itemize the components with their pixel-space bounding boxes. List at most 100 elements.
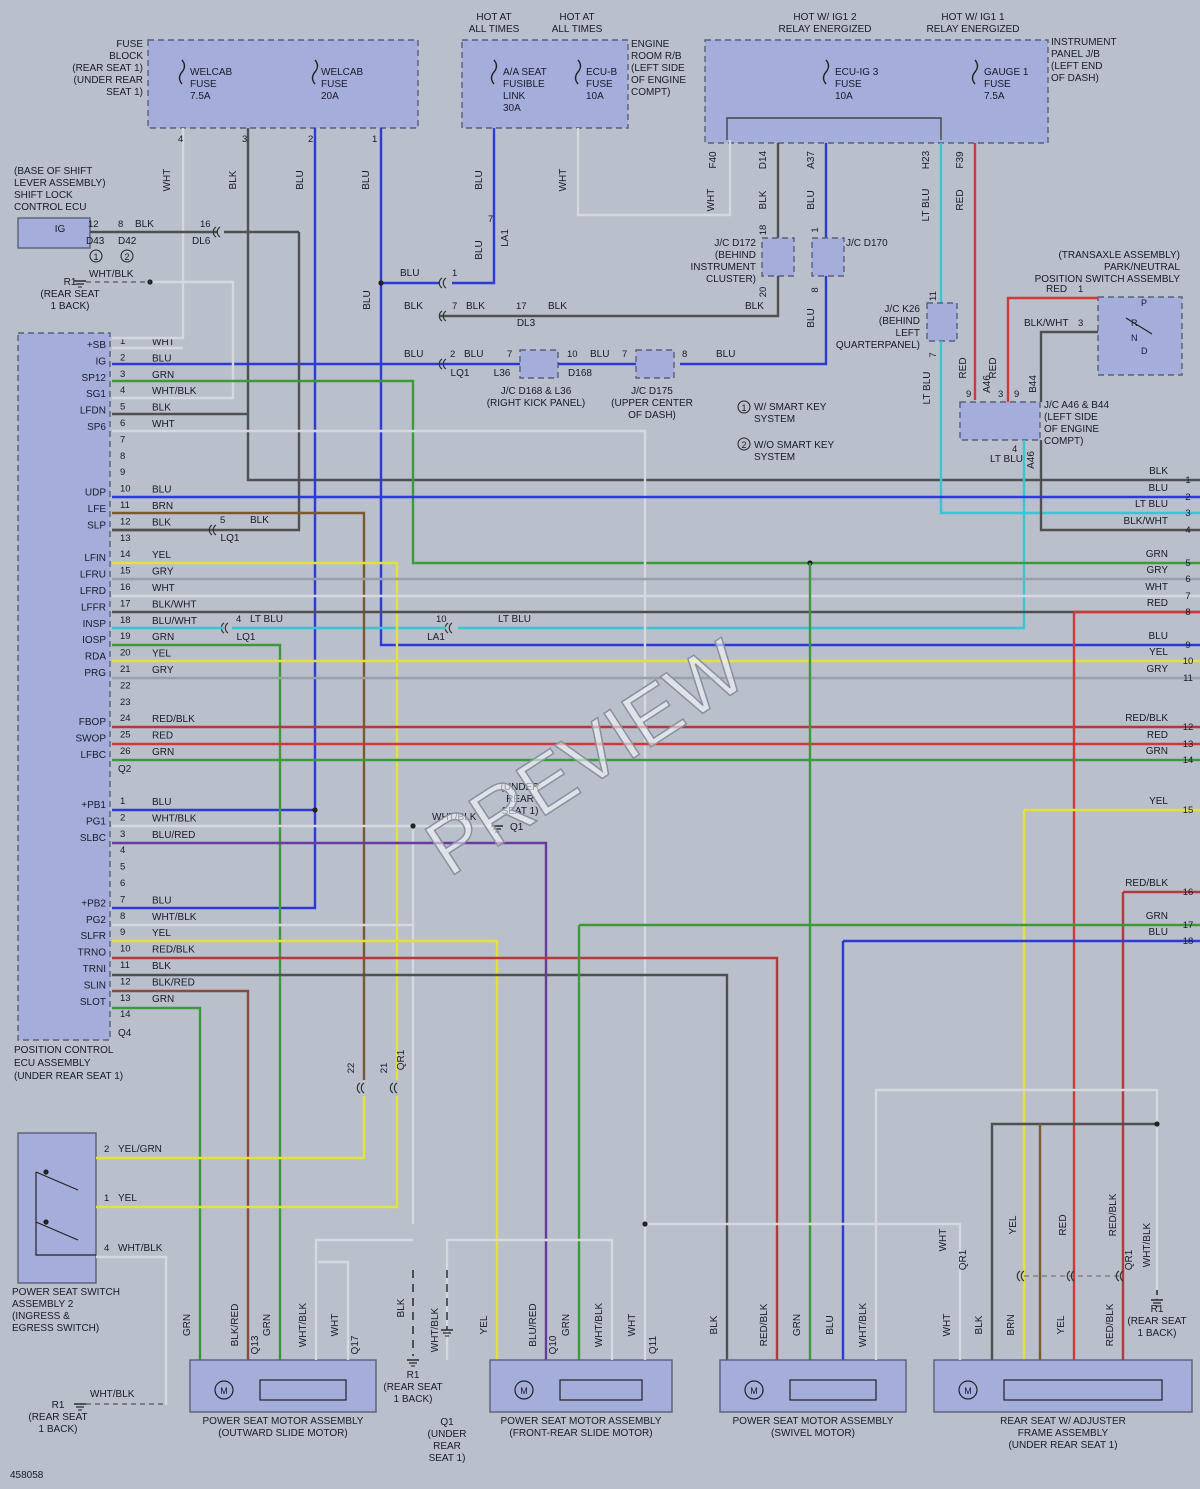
motor-icon: M — [964, 1386, 972, 1396]
switch-pin-number: 4 — [104, 1243, 109, 1254]
pin-number: 8 — [810, 287, 821, 292]
r1-ground-label: R1 — [407, 1370, 420, 1381]
motor-icon — [744, 1380, 764, 1400]
ecu-pin-number: 23 — [120, 697, 131, 708]
motor-wire-color: BLU/RED — [528, 1303, 539, 1346]
pin-number: 8 — [682, 349, 687, 360]
jc-d175-label: J/C D175 — [631, 386, 673, 397]
ecu-ig3-fuse-label: 10A — [835, 91, 853, 102]
ecu-pin-number: 14 — [120, 1009, 131, 1020]
wire-blkred-slin — [112, 989, 250, 1360]
motor-wire-color: BLU — [825, 1315, 836, 1334]
wire-color-label: BLU — [474, 240, 485, 259]
motor-assembly-title: (OUTWARD SLIDE MOTOR) — [218, 1428, 347, 1439]
connector-code: LQ1 — [451, 368, 470, 379]
wire-color-label: LT BLU — [990, 454, 1023, 465]
wire-wht-ecub — [576, 128, 732, 217]
ecu-pin-number: 24 — [120, 713, 131, 724]
jc-d172-label: (BEHIND — [715, 250, 756, 261]
wire-color-label: RED — [1058, 1214, 1069, 1235]
right-wire-color: BLU — [1149, 631, 1168, 642]
motor-icon: M — [750, 1386, 758, 1396]
connector-plug — [442, 310, 447, 322]
ecu-ig3-fuse-label: FUSE — [835, 79, 862, 90]
aa-seat-fusible-link-label: LINK — [503, 91, 526, 102]
right-wire-color: RED/BLK — [1125, 878, 1168, 889]
fuse-symbol — [574, 59, 582, 85]
fuse-symbol — [971, 59, 979, 85]
wire-whtblk-switch — [96, 1255, 168, 1405]
right-wire-color: YEL — [1149, 647, 1168, 658]
fuse-block-rear-seat — [147, 39, 419, 129]
fuse-block-label: BLOCK — [109, 51, 143, 62]
wire-whtblk-m3 — [874, 1088, 1159, 1360]
power-seat-switch-label: ASSEMBLY 2 — [12, 1299, 74, 1310]
wire-color-label: WHT — [938, 1229, 949, 1252]
switch-wire-color: YEL/GRN — [118, 1144, 162, 1155]
right-wire-number: 6 — [1185, 574, 1190, 585]
right-wire-number: 4 — [1185, 525, 1190, 536]
connector-code: DL3 — [517, 318, 536, 329]
ecu-pin-number: 1 — [120, 336, 125, 347]
under-rear-seat-label: (UNDER — [501, 782, 540, 793]
ecu-pin-wire-color: WHT — [152, 583, 175, 594]
wire-blu-aa — [452, 128, 496, 285]
pin-number: 8 — [118, 219, 123, 230]
ecu-pin-name: +PB1 — [81, 800, 106, 811]
wire-color-label: WHT/BLK — [89, 269, 134, 280]
hot-at-all-times-label: HOT AT — [559, 12, 594, 23]
wire-blu-9 — [379, 128, 1200, 647]
shift-lock-ecu-label: SHIFT LOCK — [14, 190, 73, 201]
engine-room-rb — [461, 39, 629, 129]
r1-ground-label: R1 — [1151, 1304, 1164, 1315]
pin-number: 4 — [1012, 444, 1017, 455]
right-wire-color: RED — [1147, 598, 1168, 609]
fuse-symbol — [490, 59, 498, 85]
wire-color-label: BLK — [466, 301, 485, 312]
ecu-pin-name: PG1 — [86, 816, 106, 827]
motor-assembly — [933, 1359, 1193, 1413]
wire-whtblk-m1 — [314, 1238, 413, 1360]
engine-room-rb-label: COMPT) — [631, 87, 670, 98]
switch-pin-number: 1 — [104, 1193, 109, 1204]
wire-color-label: LT BLU — [498, 614, 531, 625]
engine-room-rb-label: ROOM R/B — [631, 51, 682, 62]
ecu-b-fuse-label: FUSE — [586, 79, 613, 90]
ecu-pin-number: 18 — [120, 615, 131, 626]
connector-plug — [438, 277, 443, 289]
hot-ig1-1-label: HOT W/ IG1 1 — [941, 12, 1005, 23]
wire-color-label: BLU — [806, 190, 817, 209]
ecu-pin-wire-color: WHT/BLK — [152, 386, 197, 397]
motor-wire-color: GRN — [561, 1314, 572, 1336]
wire-color-label: WHT — [706, 189, 717, 212]
power-seat-switch-2 — [17, 1132, 97, 1284]
transaxle-label: POSITION SWITCH ASSEMBLY — [1035, 274, 1181, 285]
right-wire-color: RED — [1147, 730, 1168, 741]
pin-number: 1 — [452, 268, 457, 279]
junction-dot — [378, 280, 384, 286]
smart-key-marker-1 — [89, 249, 103, 263]
pin-number: 9 — [1014, 389, 1019, 400]
connector-plug — [216, 226, 221, 238]
ecu-pin-number: 12 — [120, 976, 131, 987]
right-wire-number: 8 — [1185, 607, 1190, 618]
ecu-pin-name: +SB — [87, 340, 107, 351]
connector-plug — [442, 277, 447, 289]
wire-yel-slfr — [112, 939, 499, 1360]
r1-ground-label: (REAR SEAT — [28, 1412, 87, 1423]
connector-plug — [1115, 1270, 1120, 1282]
under-rear-seat-label: SEAT 1) — [502, 806, 539, 817]
pin-number: 3 — [998, 389, 1003, 400]
connector-code: Q11 — [648, 1335, 659, 1354]
instrument-panel-jb — [704, 39, 1049, 144]
wire-color-label: BLK — [745, 301, 764, 312]
ip-jb-bus — [726, 117, 942, 140]
motor-wire-color: WHT/BLK — [298, 1302, 309, 1347]
ecu-pin-name: SWOP — [75, 734, 106, 745]
engine-room-rb-label: ENGINE — [631, 39, 670, 50]
r1-ground-label: R1 — [64, 277, 77, 288]
ecu-pin-name: IG — [95, 356, 106, 367]
right-wire-color: GRY — [1147, 664, 1169, 675]
wire-color-label: BLK — [228, 170, 239, 189]
motor-wire-color: BLK/RED — [230, 1304, 241, 1347]
